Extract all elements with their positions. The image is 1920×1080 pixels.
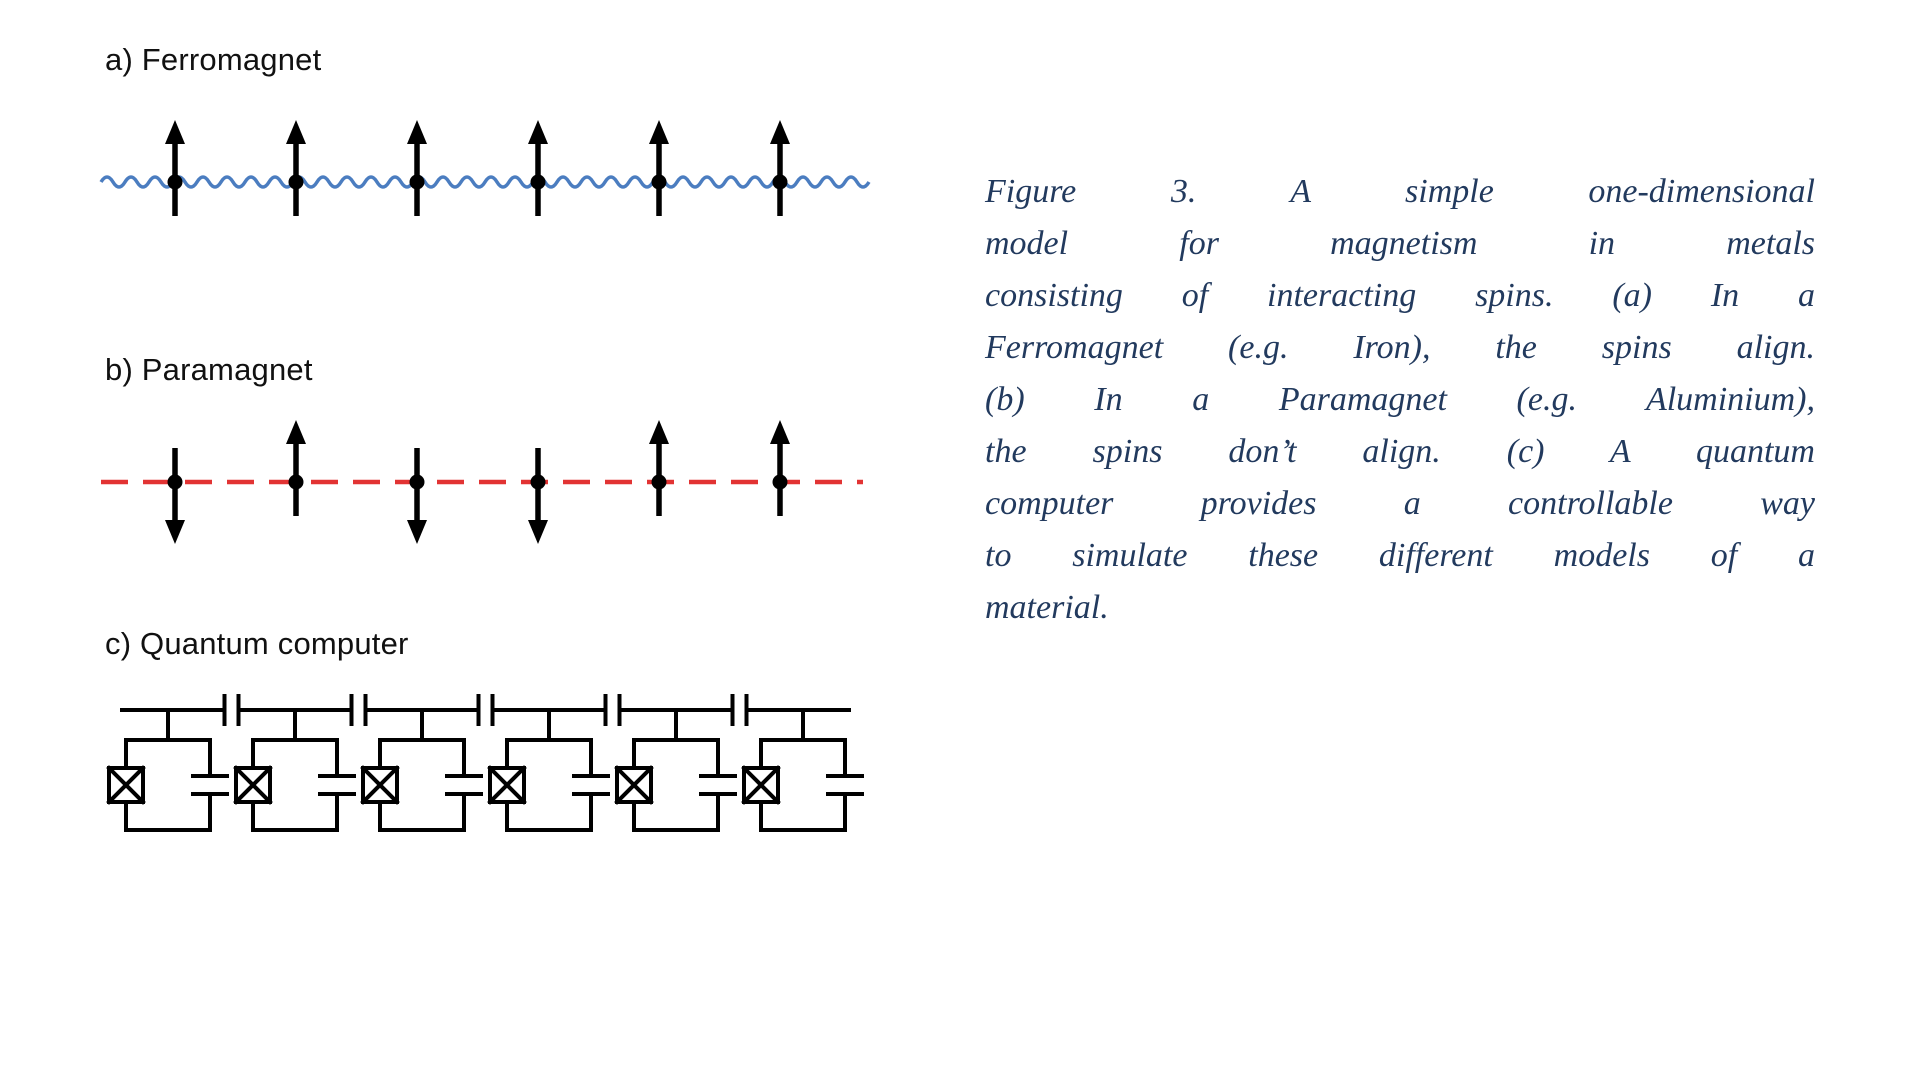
spin-up-arrow xyxy=(528,120,548,216)
spin-up-arrow xyxy=(286,120,306,216)
qubit-circuit-cell xyxy=(741,708,864,832)
josephson-junction-icon xyxy=(106,765,146,805)
caption-line: to simulate these different models of a xyxy=(985,537,1815,574)
panel-b-label: b) Paramagnet xyxy=(105,352,313,387)
coupling-capacitor-icon xyxy=(222,694,241,726)
spin-up-arrow xyxy=(770,420,790,516)
coupling-capacitor-icon xyxy=(730,694,749,726)
spin-down-arrow xyxy=(407,448,427,544)
josephson-junction-icon xyxy=(360,765,400,805)
shunt-capacitor-icon xyxy=(191,774,229,796)
shunt-capacitor-icon xyxy=(826,774,864,796)
spin-up-arrow xyxy=(165,120,185,216)
panel-a-label: a) Ferromagnet xyxy=(105,42,322,77)
panel-c-label: c) Quantum computer xyxy=(105,626,409,661)
ferromagnet-diagram xyxy=(99,120,871,216)
qubit-circuit-cell xyxy=(106,708,229,832)
spin-up-arrow xyxy=(770,120,790,216)
coupling-capacitor-icon xyxy=(349,694,368,726)
qubit-circuit-cell xyxy=(233,708,356,832)
quantum-computer-circuit-diagram xyxy=(106,694,864,832)
interaction-line-wavy xyxy=(99,175,871,189)
spin-up-arrow xyxy=(649,420,669,516)
qubit-circuit-cell xyxy=(614,708,737,832)
caption-line: model for magnetism in metals xyxy=(985,225,1815,262)
shunt-capacitor-icon xyxy=(572,774,610,796)
caption-line: consisting of interacting spins. (a) In … xyxy=(985,277,1815,314)
caption-line: the spins don’t align. (c) A quantum xyxy=(985,433,1815,470)
spin-down-arrow xyxy=(165,448,185,544)
caption-line: Ferromagnet (e.g. Iron), the spins align… xyxy=(985,329,1815,366)
caption-line: Figure 3. A simple one-dimensional xyxy=(985,173,1815,210)
shunt-capacitor-icon xyxy=(318,774,356,796)
figure-caption: Figure 3. A simple one-dimensional model … xyxy=(985,166,1815,634)
spin-down-arrow xyxy=(528,448,548,544)
shunt-capacitor-icon xyxy=(699,774,737,796)
spin-up-arrow xyxy=(407,120,427,216)
caption-line: material. xyxy=(985,589,1109,626)
josephson-junction-icon xyxy=(741,765,781,805)
spin-up-arrow xyxy=(649,120,669,216)
josephson-junction-icon xyxy=(233,765,273,805)
caption-line: (b) In a Paramagnet (e.g. Aluminium), xyxy=(985,381,1815,418)
shunt-capacitor-icon xyxy=(445,774,483,796)
qubit-circuit-cell xyxy=(360,708,483,832)
paramagnet-diagram xyxy=(101,420,863,544)
caption-line: computer provides a controllable way xyxy=(985,485,1815,522)
josephson-junction-icon xyxy=(487,765,527,805)
coupling-capacitor-icon xyxy=(476,694,495,726)
coupling-capacitor-icon xyxy=(603,694,622,726)
josephson-junction-icon xyxy=(614,765,654,805)
qubit-circuit-cell xyxy=(487,708,610,832)
spin-up-arrow xyxy=(286,420,306,516)
